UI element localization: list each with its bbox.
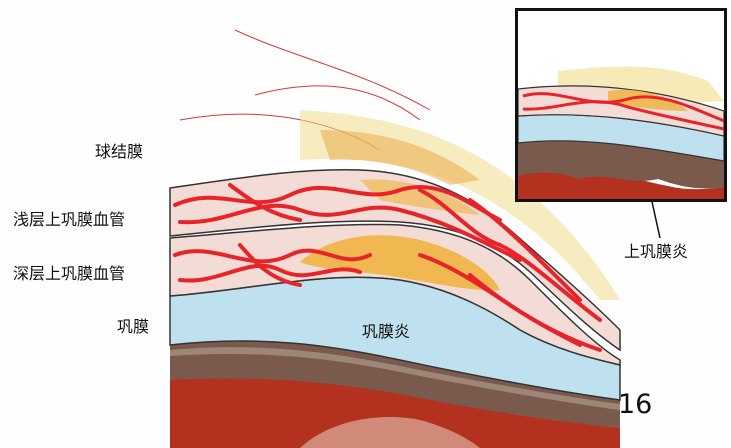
thin-red-line [235,30,430,110]
label-conjunctiva: 球结膜 [95,138,143,162]
episcleritis-inset [515,8,727,202]
label-deep-vessels: 深层上巩膜血管 [13,260,125,284]
label-scleritis: 巩膜炎 [362,318,410,342]
label-sclera: 巩膜 [117,313,149,337]
inset-illustration [518,11,724,199]
page-number: 16 [618,389,652,420]
label-superficial-vessels: 浅层上巩膜血管 [13,206,125,230]
label-episcleritis: 上巩膜炎 [624,238,688,262]
